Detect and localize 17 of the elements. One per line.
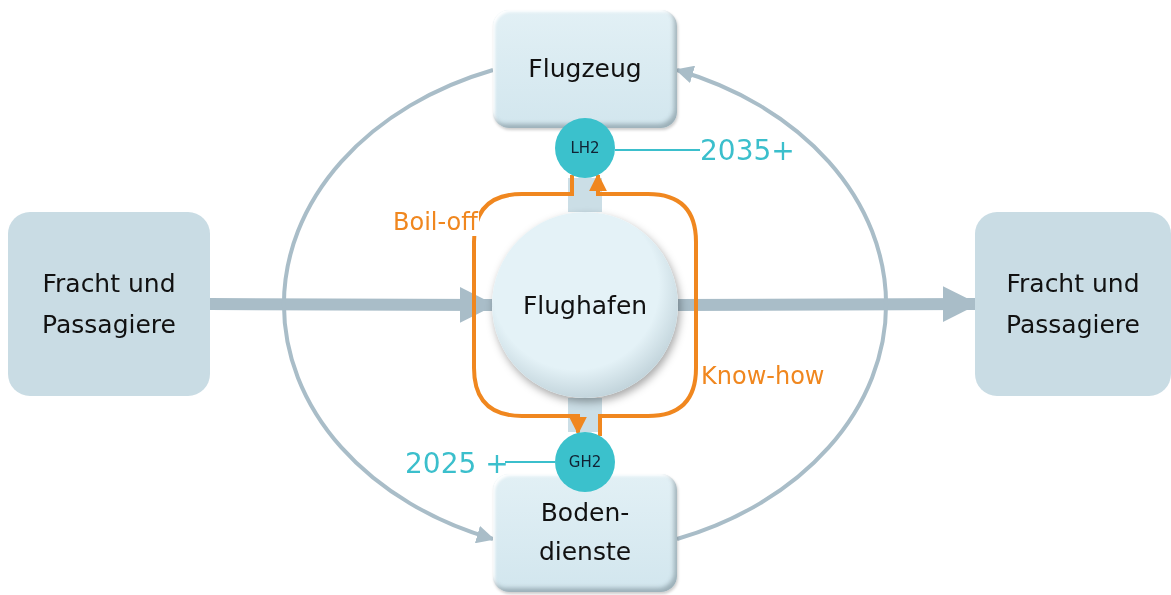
connector-bar xyxy=(568,178,602,212)
aircraft-box: Flugzeug xyxy=(493,10,677,128)
airport-circle: Flughafen xyxy=(492,212,678,398)
year-label: 2035+ xyxy=(700,130,810,170)
hydrogen-circle: LH2 xyxy=(555,118,615,178)
leader-line xyxy=(504,461,556,463)
hydrogen-circle: GH2 xyxy=(555,432,615,492)
edge-label: Boil-off xyxy=(392,208,479,236)
connector-bar xyxy=(568,398,602,432)
cargo-passenger-box: Fracht und Passagiere xyxy=(975,212,1171,396)
leader-line xyxy=(613,149,701,151)
ground-services-box: Boden- dienste xyxy=(493,474,677,592)
cargo-passenger-box: Fracht und Passagiere xyxy=(8,212,210,396)
cycle-arrow xyxy=(282,68,495,543)
loop-arrow xyxy=(472,175,587,435)
cycle-arrow xyxy=(675,66,888,541)
loop-arrow xyxy=(589,173,698,436)
